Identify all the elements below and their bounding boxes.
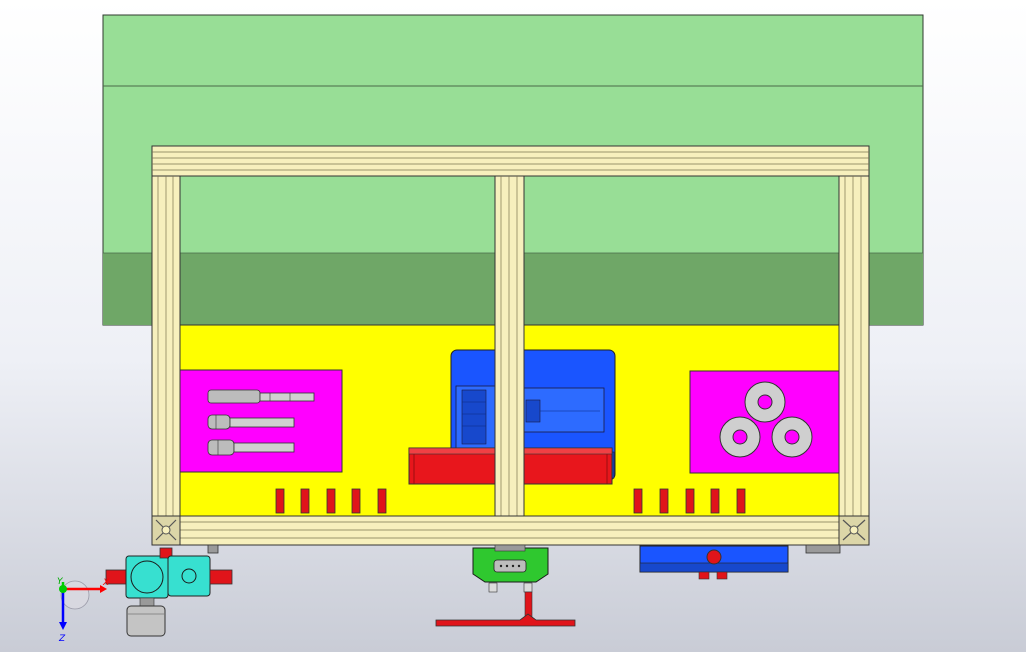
- bearing-ring-icon: [771, 416, 813, 458]
- left-tooling-plate[interactable]: [179, 369, 343, 473]
- aluminium-frame[interactable]: [151, 145, 870, 546]
- cylinder-shaft-icon: [207, 414, 295, 430]
- triad-y-label: Y: [57, 577, 64, 587]
- emergency-stop-icon[interactable]: [639, 545, 789, 580]
- locating-pins-left: [275, 488, 387, 514]
- locating-pins-right: [633, 488, 746, 514]
- coordinate-triad-icon: X Y Z: [57, 577, 110, 644]
- pneumatic-tube: [435, 591, 576, 627]
- cylinder-shaft-icon: [207, 389, 315, 404]
- right-tooling-plate[interactable]: [689, 370, 841, 474]
- leveling-foot: [207, 544, 219, 554]
- cylinder-shaft-icon: [207, 439, 295, 456]
- pneumatic-valve-icon[interactable]: [105, 547, 233, 637]
- bearing-ring-icon: [719, 416, 761, 458]
- triad-z-label: Z: [58, 634, 66, 644]
- db9-connector-icon[interactable]: [472, 544, 549, 593]
- triad-x-label: X: [102, 578, 110, 588]
- bearing-ring-icon: [744, 381, 786, 423]
- leveling-foot: [805, 544, 841, 554]
